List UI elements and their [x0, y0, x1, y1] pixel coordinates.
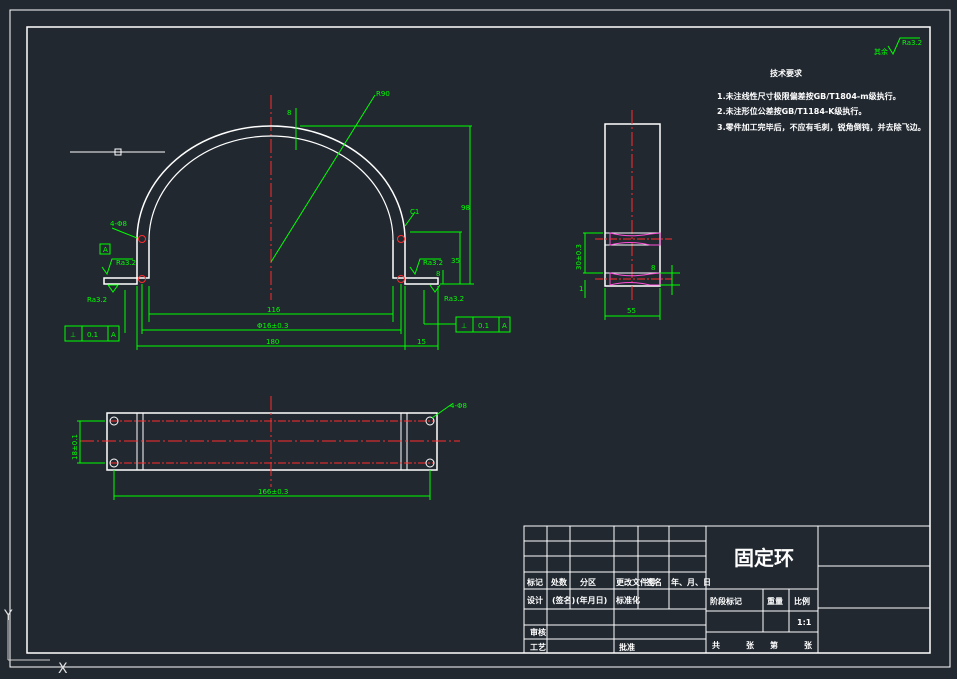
tb-scale-label: 比例: [794, 596, 810, 606]
part-name: 固定环: [734, 546, 794, 570]
top-hole-2: [109, 458, 119, 468]
perp-right-datum: A: [502, 322, 507, 330]
roughness-right: Ra3.2: [423, 259, 443, 267]
tb-design-date: (年月日): [576, 595, 607, 605]
dim-tab-width: 15: [417, 338, 426, 346]
global-roughness: 其余 Ra3.2: [874, 37, 922, 56]
outer-frame: [9, 9, 951, 668]
chamfer-leader: [404, 211, 416, 227]
dim-inner-width: 116: [267, 306, 281, 314]
tb-footer-sheet: 张: [804, 641, 813, 650]
tech-req-title: 技术要求: [770, 68, 803, 78]
dim-height-total: 98: [461, 204, 470, 212]
perp-left-datum: A: [111, 331, 116, 339]
perp-right-symbol: ⊥: [461, 322, 467, 330]
top-view: 4-Φ8 18±0.1 166±0.3: [71, 396, 467, 500]
hole-left-lower: [138, 275, 146, 283]
dim-overall-width: 180: [266, 338, 279, 346]
dim-radius: R90: [376, 90, 390, 98]
roughness-bottom-right: Ra3.2: [444, 295, 464, 303]
tb-design: 设计: [527, 595, 543, 605]
dim-chamfer: C1: [410, 208, 419, 216]
hole-callout-leader: [111, 227, 138, 239]
roughness-global-value: Ra3.2: [902, 39, 922, 47]
perp-right-box: [455, 316, 511, 333]
radius-leader: [270, 94, 376, 263]
hole-right-upper: [397, 235, 405, 243]
top-hole-3: [425, 416, 435, 426]
dim-height-tab: 8: [436, 270, 440, 278]
datum-label: A: [103, 246, 108, 254]
tb-standard: 标准化: [615, 595, 640, 605]
tb-weight: 重量: [767, 596, 783, 606]
perp-left-symbol: ⊥: [70, 331, 76, 339]
perp-left-box: [64, 325, 120, 342]
ucs-y-label: Y: [3, 608, 13, 624]
dim-top-hole-callout: 4-Φ8: [450, 402, 467, 410]
dim-thickness: 8: [287, 109, 291, 117]
tb-label-zone: 分区: [580, 577, 596, 587]
stray-grip: [114, 148, 122, 156]
roughness-symbol-left: [101, 258, 133, 276]
dim-side-base: 1: [579, 285, 583, 293]
roughness-global-prefix: 其余: [874, 47, 888, 56]
roughness-symbol-right: [409, 258, 441, 276]
left-leg-outline: [103, 240, 150, 285]
tb-footer-sheets: 张: [746, 641, 755, 650]
side-hole-section-upper: [609, 232, 661, 246]
inner-frame: [26, 26, 931, 654]
tb-scale-value: 1:1: [797, 618, 812, 627]
dim-height-center: 35: [451, 257, 460, 265]
dim-hole-spacing: Φ16±0.3: [257, 322, 288, 330]
title-block: [523, 525, 931, 654]
ring-inner-arc: [148, 135, 394, 241]
tb-label-mark: 标记: [526, 577, 543, 587]
tb-label-change: 更改文件号: [616, 577, 656, 587]
side-view: 30±0.3 1 8 55: [575, 110, 680, 320]
tb-footer-total: 共: [712, 640, 720, 650]
tb-approve: 批准: [619, 642, 635, 652]
tb-label-sign: 签名: [645, 577, 662, 587]
roughness-left: Ra3.2: [116, 259, 136, 267]
tb-check: 审核: [530, 627, 546, 637]
tech-req-item-1: 1.未注线性尺寸极限偏差按GB/T1804-m级执行。: [717, 91, 901, 101]
dim-side-offset: 8: [651, 264, 655, 272]
ucs-x-label: X: [58, 661, 68, 677]
dim-hole-callout: 4-Φ8: [110, 220, 127, 228]
tb-label-count: 处数: [550, 577, 568, 587]
dim-top-depth: 18±0.1: [71, 434, 79, 460]
hole-left-upper: [138, 235, 146, 243]
top-hole-leader: [431, 403, 453, 419]
hole-right-lower: [397, 275, 405, 283]
tb-process: 工艺: [530, 642, 546, 652]
roughness-symbol-bottom-left: [107, 284, 119, 293]
tech-req-item-2: 2.未注形位公差按GB/T1184-K级执行。: [717, 106, 866, 116]
tb-stage-mark: 阶段标记: [710, 596, 742, 606]
roughness-bottom-left: Ra3.2: [87, 296, 107, 304]
perp-right-value: 0.1: [478, 322, 489, 330]
ucs-icon: Y X: [3, 608, 68, 677]
right-leg-outline: [392, 240, 439, 285]
perp-frame-right: ⊥ 0.1 A: [423, 290, 511, 333]
perp-frame-left: ⊥ 0.1 A: [64, 290, 126, 342]
tb-label-date: 年、月、日: [671, 577, 711, 587]
tb-design-sign: (签名): [552, 595, 575, 605]
front-view: R90 8 98 35 8 C1 4-Φ8 A Ra3.2 Ra3.2 Ra3.…: [64, 90, 511, 350]
tech-req-item-3: 3.零件加工完毕后，不应有毛刺，锐角倒钝，并去除飞边。: [717, 122, 926, 132]
dim-side-hole-height: 30±0.3: [575, 244, 583, 270]
tb-footer-no: 第: [770, 640, 778, 650]
roughness-global-symbol: [887, 37, 920, 56]
technical-requirements: 技术要求 1.未注线性尺寸极限偏差按GB/T1804-m级执行。 2.未注形位公…: [717, 68, 926, 132]
top-hole-4: [425, 458, 435, 468]
datum-box: [99, 243, 111, 255]
dim-top-length: 166±0.3: [258, 488, 288, 496]
title-block-text: 固定环 标记 处数 分区 更改文件号 签名 年、月、日 设计 (签名) (年月日…: [526, 546, 813, 652]
perp-left-value: 0.1: [87, 331, 98, 339]
top-hole-1: [109, 416, 119, 426]
ring-outer-arc: [136, 125, 406, 241]
dim-side-width: 55: [627, 307, 636, 315]
